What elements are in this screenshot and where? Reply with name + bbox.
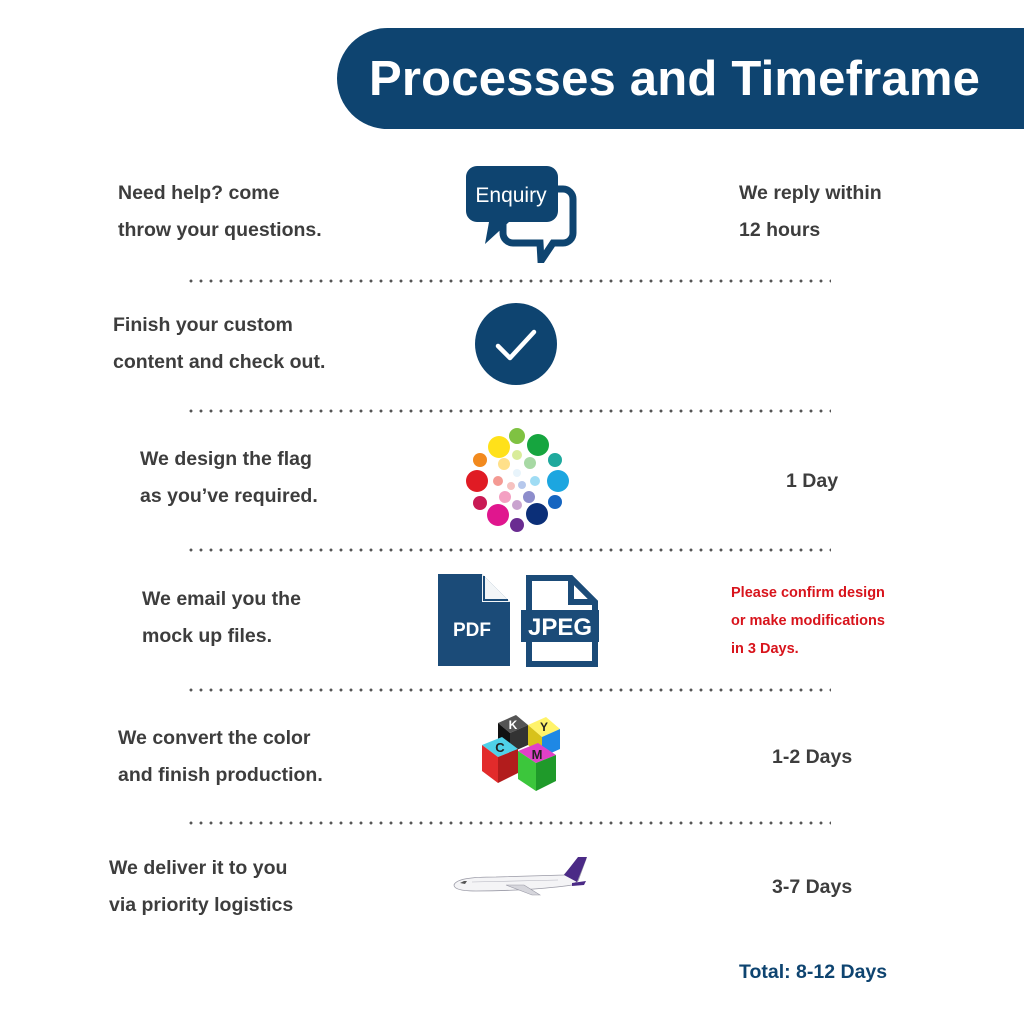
enquiry-chat-icon: Enquiry [466, 166, 577, 263]
pdf-jpeg-files-icon: PDF JPEG [438, 574, 599, 667]
step-4-note: Please confirm design or make modificati… [731, 585, 885, 657]
page-title: Processes and Timeframe [369, 51, 981, 106]
step-3-timeframe: 1 Day [786, 470, 839, 492]
step-4-description: We email you the mock up files. [142, 588, 301, 647]
jpeg-label: JPEG [528, 614, 592, 641]
cube-letter-m: M [532, 747, 543, 762]
checkmark-circle-icon [475, 303, 557, 385]
total-timeframe: Total: 8-12 Days [739, 961, 888, 983]
step-6-timeframe: 3-7 Days [772, 876, 853, 898]
cube-letter-y: Y [540, 720, 548, 734]
dotted-divider [186, 688, 831, 692]
airplane-icon [453, 857, 587, 896]
enquiry-icon-label: Enquiry [475, 184, 547, 207]
header-banner: Processes and Timeframe [337, 28, 1024, 129]
step-1-description: Need help? come throw your questions. [118, 182, 322, 241]
dotted-divider [186, 821, 831, 825]
dotted-divider [186, 279, 831, 283]
step-6-description: We deliver it to you via priority logist… [109, 857, 294, 916]
step-5-timeframe: 1-2 Days [772, 746, 853, 768]
dotted-divider [186, 548, 831, 552]
step-1-timeframe: We reply within 12 hours [739, 182, 882, 241]
color-dots-icon [466, 428, 569, 532]
step-2-description: Finish your custom content and check out… [113, 314, 326, 373]
step-3-description: We design the flag as you’ve required. [140, 448, 318, 507]
pdf-label: PDF [453, 620, 491, 641]
step-5-description: We convert the color and finish producti… [118, 727, 323, 786]
cube-letter-k: K [509, 718, 518, 732]
cube-letter-c: C [495, 740, 505, 755]
dotted-divider [186, 409, 831, 413]
cmyk-cubes-icon: K Y C M [482, 715, 560, 791]
